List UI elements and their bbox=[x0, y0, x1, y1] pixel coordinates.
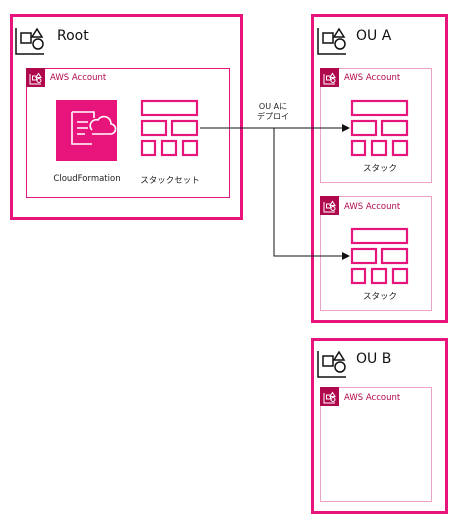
root-ou-container bbox=[10, 14, 243, 220]
root-title: Root bbox=[57, 28, 89, 44]
edge-to-ou-a-account-2 bbox=[273, 128, 350, 260]
ou-b-account-label: AWS Account bbox=[344, 393, 401, 403]
ou-b-aws-account bbox=[320, 387, 432, 502]
ou-a-container bbox=[311, 14, 448, 323]
cloudformation-label: CloudFormation bbox=[53, 174, 121, 184]
stackset-label: スタックセット bbox=[140, 176, 200, 186]
root-account-label: AWS Account bbox=[50, 73, 107, 83]
ou-b-container bbox=[311, 338, 448, 514]
ou-a-stack-1-label: スタック bbox=[362, 164, 397, 174]
ou-a-aws-account-1 bbox=[320, 68, 432, 183]
root-aws-account bbox=[26, 68, 230, 198]
ou-b-title: OU B bbox=[356, 351, 392, 367]
ou-a-account-1-label: AWS Account bbox=[344, 73, 401, 83]
ou-a-aws-account-2 bbox=[320, 196, 432, 311]
deploy-edge-label: OU Aに デプロイ bbox=[257, 102, 289, 121]
ou-a-stack-2-label: スタック bbox=[362, 292, 397, 302]
ou-a-account-2-label: AWS Account bbox=[344, 202, 401, 212]
ou-a-title: OU A bbox=[356, 28, 392, 44]
